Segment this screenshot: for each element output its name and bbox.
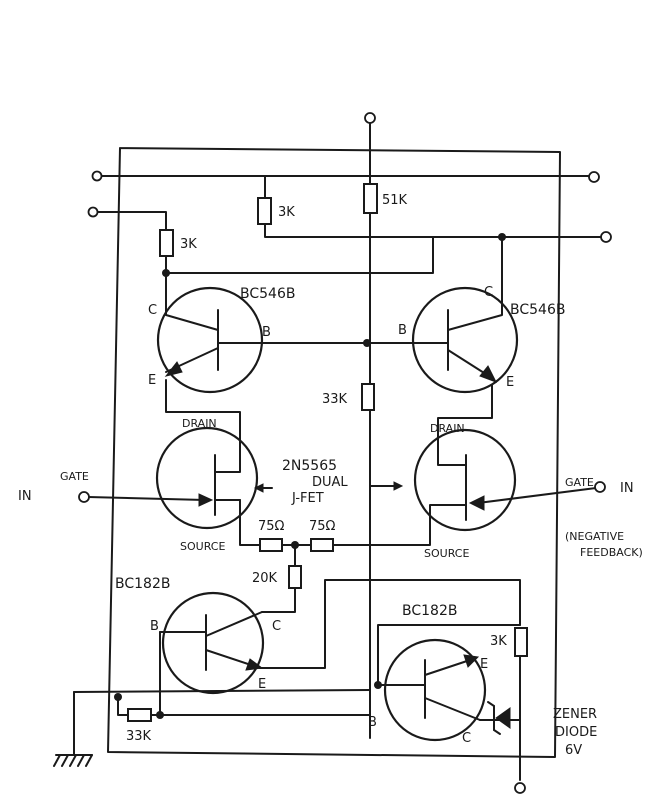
wires (55, 121, 603, 781)
label-jfet-name: 2N5565 (282, 458, 337, 474)
label-q-top-right: BC546B (510, 302, 565, 318)
label-neg-feedback: (NEGATIVE (565, 530, 624, 543)
pin-c-tl: C (148, 303, 157, 318)
label-r-20k: 20K (252, 571, 278, 586)
annotation-arrows (253, 481, 404, 493)
label-drain-right: DRAIN (430, 422, 465, 435)
transistor-top-right (411, 286, 519, 394)
label-q-top-left: BC546B (240, 286, 295, 302)
jfet-right (413, 428, 517, 532)
pin-c-bl: C (272, 619, 281, 634)
pin-e-tl: E (148, 373, 156, 388)
label-r-top: 51K (382, 193, 408, 208)
ground-icon (53, 754, 93, 767)
label-jfet-type: J-FET (291, 491, 324, 506)
label-feedback: FEEDBACK) (580, 546, 643, 559)
terminal-left-2 (87, 206, 99, 218)
terminal-right-2 (600, 231, 612, 243)
terminal-gate-left (78, 491, 90, 503)
transistor-bottom-right (377, 638, 487, 742)
pin-b-br: B (368, 715, 377, 730)
label-jfet-dual: DUAL (312, 475, 348, 490)
label-r-75-right: 75Ω (309, 519, 336, 534)
label-source-right: SOURCE (424, 547, 469, 560)
transistor-top-left (156, 286, 264, 394)
pin-c-tr: C (484, 285, 493, 300)
terminals (78, 112, 612, 794)
label-r-mid: 33K (322, 392, 348, 407)
label-in-left: IN (18, 489, 32, 504)
pin-e-bl: E (258, 677, 266, 692)
terminal-gate-right (594, 481, 606, 493)
label-zener-2: DIODE (555, 725, 597, 740)
label-gate-right: GATE (565, 476, 594, 489)
label-zener-3: 6V (565, 743, 582, 758)
transistor-bottom-left (159, 591, 265, 695)
pin-b-bl: B (150, 619, 159, 634)
terminal-top (364, 112, 376, 124)
terminal-right-1 (588, 171, 600, 183)
resistors (127, 183, 528, 722)
label-r-3k-right: 3K (490, 634, 507, 649)
junctions (114, 233, 506, 719)
label-gate-left: GATE (60, 470, 89, 483)
label-in-right: IN (620, 481, 634, 496)
resistor-75-left (259, 538, 283, 552)
labels: 3K 3K 51K 33K 75Ω 75Ω 20K 3K 33K BC546B … (18, 193, 643, 758)
label-r-33k-bottom: 33K (126, 729, 152, 744)
label-r-75-left: 75Ω (258, 519, 285, 534)
label-q-bottom-left: BC182B (115, 576, 170, 592)
label-r-top-mid: 3K (278, 205, 295, 220)
label-zener-1: ZENER (553, 707, 597, 722)
label-source-left: SOURCE (180, 540, 225, 553)
pin-b-tl: B (262, 325, 271, 340)
resistor-33k-mid (361, 383, 375, 411)
label-q-bottom-right: BC182B (402, 603, 457, 619)
pin-b-tr: B (398, 323, 407, 338)
terminal-bottom (514, 782, 526, 794)
pin-e-tr: E (506, 375, 514, 390)
resistor-33k-bottom (127, 708, 152, 722)
resistor-3k-left (159, 229, 174, 257)
pin-c-br: C (462, 731, 471, 746)
resistor-51k (363, 183, 378, 214)
resistor-20k (288, 565, 302, 589)
label-drain-left: DRAIN (182, 417, 217, 430)
jfet-left (155, 426, 259, 530)
zener-diode (487, 701, 511, 735)
resistor-75-right (310, 538, 334, 552)
pin-e-br: E (480, 657, 488, 672)
resistor-3k-mid (257, 197, 272, 225)
label-r-top-left: 3K (180, 237, 197, 252)
resistor-3k-right (514, 627, 528, 657)
terminal-left-1 (91, 170, 103, 182)
